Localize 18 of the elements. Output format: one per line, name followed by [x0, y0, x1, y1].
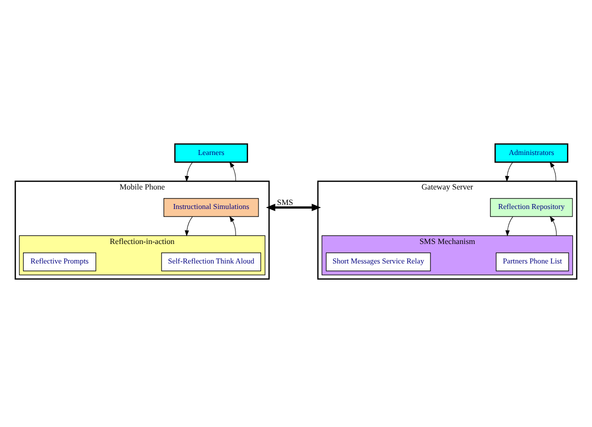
arrow [550, 162, 556, 182]
arrow [505, 216, 514, 236]
node-box: Reflective Prompts [23, 252, 96, 272]
node-box: Self-Reflection Think Aloud [161, 252, 262, 272]
arrow [505, 162, 514, 182]
arrow [266, 204, 321, 212]
edge-label: SMS [276, 198, 294, 207]
node-box: Learners [174, 143, 248, 163]
node-box: Administrators [494, 143, 568, 163]
node-box: Partners Phone List [496, 252, 569, 272]
arrow [229, 162, 236, 182]
node-box: Instructional Simulations [164, 198, 259, 217]
arrow [229, 216, 236, 236]
node-box: Reflection Repository [490, 198, 573, 217]
arrow [184, 216, 193, 236]
node-box: Short Messages Service Relay [326, 252, 431, 272]
arrow [550, 216, 557, 236]
arrow [184, 162, 193, 182]
